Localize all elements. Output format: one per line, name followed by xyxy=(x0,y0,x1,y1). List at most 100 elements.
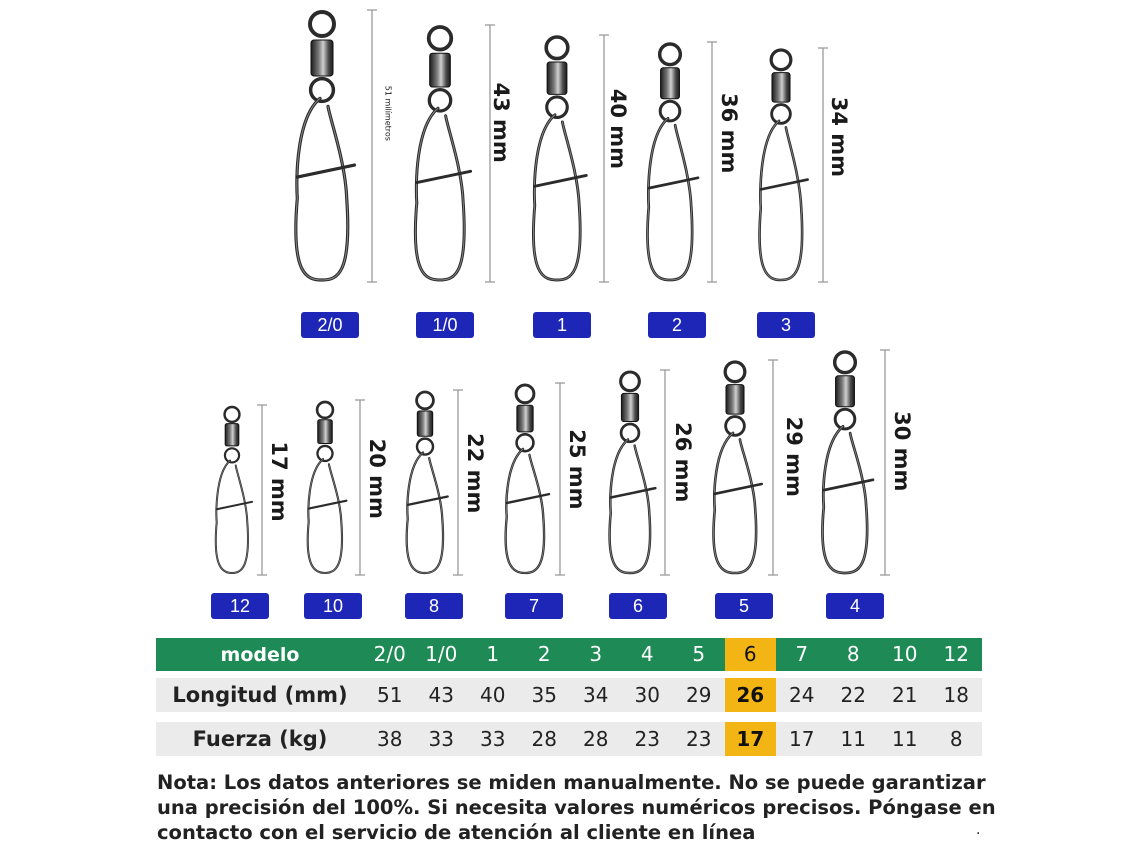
snap-highlight xyxy=(414,107,465,281)
table-row-length: Longitud (mm) 51 43 40 35 34 30 29 26 24… xyxy=(156,678,982,712)
swivel-snap-9 xyxy=(608,370,657,575)
value-cell: 21 xyxy=(892,683,918,707)
value-cell-highlighted: 17 xyxy=(724,722,776,756)
snap-latch xyxy=(713,482,763,496)
value-cell: 24 xyxy=(789,683,815,707)
swivel-barrel xyxy=(310,39,334,77)
swivel-eye xyxy=(308,10,336,38)
note-line: contacto con el servicio de atención al … xyxy=(157,821,756,844)
swivel-barrel xyxy=(620,392,640,422)
model-cell: 5 xyxy=(692,642,706,666)
size-badge-label: 1 xyxy=(557,315,567,335)
swivel-lower-eye xyxy=(619,422,641,444)
swivel-snap-2 xyxy=(532,35,588,282)
swivel-snap-0 xyxy=(294,10,357,282)
snap-highlight xyxy=(609,439,651,574)
swivel-snap-3 xyxy=(646,42,700,282)
swivel-lower-eye xyxy=(833,407,857,431)
length-label: 25 mm xyxy=(565,429,589,509)
swivel-barrel xyxy=(546,61,568,95)
snap-latch xyxy=(759,178,809,191)
swivel-lower-eye xyxy=(223,447,241,464)
model-cell: 12 xyxy=(943,642,969,666)
swivel-snap-4 xyxy=(758,48,809,282)
length-label: 43 mm xyxy=(489,83,513,163)
snap-latch xyxy=(295,163,357,179)
model-cell: 8 xyxy=(846,642,860,666)
length-label: 26 mm xyxy=(671,422,695,502)
snap-highlight xyxy=(759,120,803,281)
model-cell: 1 xyxy=(486,642,500,666)
note-line: Nota: Los datos anteriores se miden manu… xyxy=(157,771,986,794)
model-cell: 4 xyxy=(640,642,654,666)
size-badge xyxy=(304,593,362,619)
model-cell: 10 xyxy=(892,642,918,666)
disclaimer-note: Nota: Los datos anteriores se miden manu… xyxy=(157,770,996,845)
swivel-barrel xyxy=(224,423,240,447)
swivel-eye xyxy=(315,400,335,420)
snap-loop xyxy=(712,431,758,575)
value-cell: 22 xyxy=(840,683,866,707)
snap-latch xyxy=(406,495,449,507)
swivel-eye xyxy=(832,350,858,375)
snap-highlight xyxy=(505,448,545,574)
swivel-eye xyxy=(723,360,747,384)
size-badge-label: 12 xyxy=(230,596,250,616)
snap-highlight xyxy=(406,452,444,574)
value-cell: 35 xyxy=(531,683,557,707)
size-badge xyxy=(826,593,884,619)
spec-table: modelo 2/0 1/0 1 2 3 4 5 6 7 8 10 12 Lon… xyxy=(156,638,982,756)
length-label: 17 mm xyxy=(267,441,291,521)
length-label: 29 mm xyxy=(782,417,806,497)
model-cell: 2 xyxy=(537,642,551,666)
size-badge-label: 10 xyxy=(323,596,343,616)
size-badge xyxy=(211,593,269,619)
swivel-lower-eye xyxy=(308,76,336,104)
snap-highlight xyxy=(533,114,581,281)
size-badge-label: 7 xyxy=(529,596,539,616)
trailing-dot: . xyxy=(976,822,981,838)
swivel-barrel xyxy=(516,404,534,433)
value-cell: 51 xyxy=(377,683,403,707)
length-label: 36 mm xyxy=(717,93,741,173)
swivel-lower-eye xyxy=(770,103,792,125)
size-badge-label: 8 xyxy=(429,596,439,616)
swivel-lower-eye xyxy=(658,99,682,123)
value-cell: 40 xyxy=(480,683,506,707)
value-cell: 33 xyxy=(428,727,454,751)
value-cell: 18 xyxy=(943,683,969,707)
swivel-eye xyxy=(514,383,536,405)
snap-loop xyxy=(504,447,546,575)
snap-highlight xyxy=(215,460,249,574)
size-badge-label: 1/0 xyxy=(432,315,457,335)
snap-latch xyxy=(647,176,700,190)
value-cell: 23 xyxy=(634,727,660,751)
model-cell: 1/0 xyxy=(425,642,458,666)
length-label: 34 mm xyxy=(827,97,851,177)
swivel-eye xyxy=(544,35,570,61)
length-label: 22 mm xyxy=(463,433,487,513)
size-badge-label: 2 xyxy=(672,315,682,335)
model-cell: 3 xyxy=(589,642,603,666)
swivel-snap-5 xyxy=(214,405,254,574)
model-cell-highlighted: 6 xyxy=(724,638,776,671)
size-badge xyxy=(648,312,706,338)
swivel-lower-eye xyxy=(427,87,453,113)
value-cell: 33 xyxy=(480,727,506,751)
swivel-lower-eye xyxy=(545,95,569,120)
swivel-lower-eye xyxy=(724,415,746,437)
size-badge-label: 5 xyxy=(739,596,749,616)
value-cell: 28 xyxy=(583,727,609,751)
snap-loop xyxy=(821,424,869,575)
snap-latch xyxy=(609,486,657,499)
size-badge-label: 4 xyxy=(850,596,860,616)
value-cell: 8 xyxy=(949,727,963,751)
value-cell: 30 xyxy=(634,683,660,707)
size-badge xyxy=(405,593,463,619)
snap-latch xyxy=(505,492,551,505)
size-badge xyxy=(301,312,359,338)
size-badge xyxy=(757,312,815,338)
snap-highlight xyxy=(822,425,868,574)
table-row-force: Fuerza (kg) 38 33 33 28 28 23 23 17 17 1… xyxy=(156,722,982,756)
model-cell: 7 xyxy=(795,642,809,666)
